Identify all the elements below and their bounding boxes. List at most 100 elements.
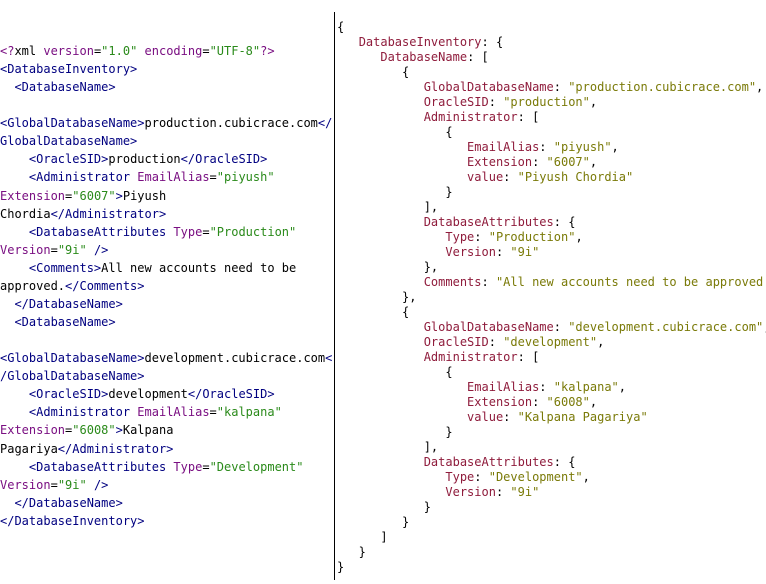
json-line: Version: "9i" [337,245,539,260]
xml-token-tag: < [325,351,333,366]
xml-line: approved.</Comments> [0,279,145,294]
json-token-key: OracleSID [423,95,489,109]
xml-token-tag: /GlobalDatabaseName> [0,369,145,384]
xml-token-tag: <DatabaseName> [14,80,116,95]
xml-token-text: development.cubicrace.com [144,351,326,366]
xml-line: <?xml version="1.0" encoding="UTF-8"?> [0,44,275,59]
pane-divider [334,12,335,580]
xml-token-text: = [65,423,73,438]
json-token-punct [337,350,424,364]
xml-token-pi: <? [0,44,15,58]
json-token-punct [337,320,424,334]
xml-line: Extension="6007">Piyush [0,189,166,204]
xml-token-tag: </DatabaseInventory> [0,513,145,528]
json-token-key: value [467,170,504,184]
json-token-punct: { [337,365,453,379]
xml-line: <DatabaseName> [0,80,116,95]
json-token-punct [337,170,467,184]
xml-line: <DatabaseAttributes Type="Production" [0,225,296,240]
xml-line: GlobalDatabaseName> [0,134,137,149]
json-token-punct: : [503,410,518,424]
json-token-str: "Development" [488,470,583,484]
json-line: Administrator: [ [337,110,540,125]
xml-token-val: "Development" [209,459,304,474]
xml-line: </DatabaseName> [0,297,122,312]
json-token-punct: : [474,470,489,484]
json-line: } [337,515,409,530]
xml-token-tag: </OracleSID> [180,152,268,167]
json-token-str: "Production" [488,230,576,244]
xml-line: Extension="6008">Kalpana [0,423,173,438]
xml-token-text [0,152,29,166]
xml-token-tag: </ [317,116,333,131]
json-token-punct [337,485,445,499]
xml-token-val: "UTF-8" [209,44,261,58]
json-token-str: "6007" [546,155,590,169]
json-token-punct [337,395,467,409]
xml-token-attr: EmailAlias [137,170,210,185]
xml-token-text: = [202,44,210,58]
json-token-punct: , [589,95,598,109]
json-token-punct: : [ [467,50,489,64]
json-token-punct: } [337,425,453,439]
json-token-str: "6008" [546,395,590,409]
json-token-punct: : [495,245,511,259]
json-token-key: Administrator [423,110,518,124]
xml-token-text: = [93,44,102,58]
json-token-punct [337,230,445,244]
json-token-str: "Kalpana Pagariya" [517,410,648,424]
json-line: Version: "9i" [337,485,539,500]
json-token-punct: { [337,125,453,139]
xml-token-val: "9i" [57,477,87,492]
xml-token-val: "6007" [72,188,116,203]
json-line: EmailAlias: "kalpana", [337,380,626,395]
xml-token-text [0,80,14,94]
json-token-punct [337,110,424,124]
json-token-punct [337,95,424,109]
json-token-punct: ], [337,440,439,454]
xml-token-attr: version [43,44,94,58]
json-token-str: "development.cubicrace.com" [568,320,764,334]
json-token-key: Administrator [423,350,518,364]
xml-line: <GlobalDatabaseName>development.cubicrac… [0,351,332,366]
json-token-str: "kalpana" [553,380,619,394]
xml-token-tag: /> [93,242,109,257]
json-token-punct: }, [337,260,439,274]
xml-token-tag: </DatabaseName> [14,495,123,510]
json-token-key: Version [445,245,496,259]
xml-token-attr: Extension [0,423,66,438]
json-line: }, [337,290,416,305]
json-token-punct: : [474,230,489,244]
json-token-punct [337,35,359,49]
json-line: } [337,545,366,560]
xml-token-tag: <Administrator [28,405,131,420]
json-token-punct: { [337,305,410,319]
xml-token-text: = [202,224,210,239]
xml-token-val: "piyush" [216,170,275,185]
json-token-punct: } [337,500,431,514]
xml-token-text: = [209,405,217,420]
xml-token-val: "Production" [209,224,297,239]
json-line: Extension: "6007", [337,155,597,170]
xml-line: <OracleSID>development</OracleSID> [0,387,275,402]
json-line: } [337,500,431,515]
json-token-punct: : [488,335,504,349]
xml-token-text: approved. [0,278,66,293]
json-token-str: "development" [503,335,598,349]
json-token-punct [337,380,467,394]
json-line: OracleSID: "development", [337,335,605,350]
xml-token-text [0,405,29,419]
json-token-punct [337,155,467,169]
xml-token-attr: Type [173,459,203,474]
json-token-punct [337,50,380,64]
xml-token-tag: <Administrator [28,170,131,185]
xml-line: </DatabaseName> [0,495,123,511]
json-token-punct: : [532,155,547,169]
json-token-punct: : [ [517,350,540,364]
xml-line: </DatabaseInventory> [0,514,145,529]
xml-line: <DatabaseName> [0,315,115,330]
json-token-str: "piyush" [553,140,612,154]
json-token-key: Extension [467,395,533,409]
xml-token-text: Chordia [0,206,51,221]
xml-token-text [137,44,144,58]
